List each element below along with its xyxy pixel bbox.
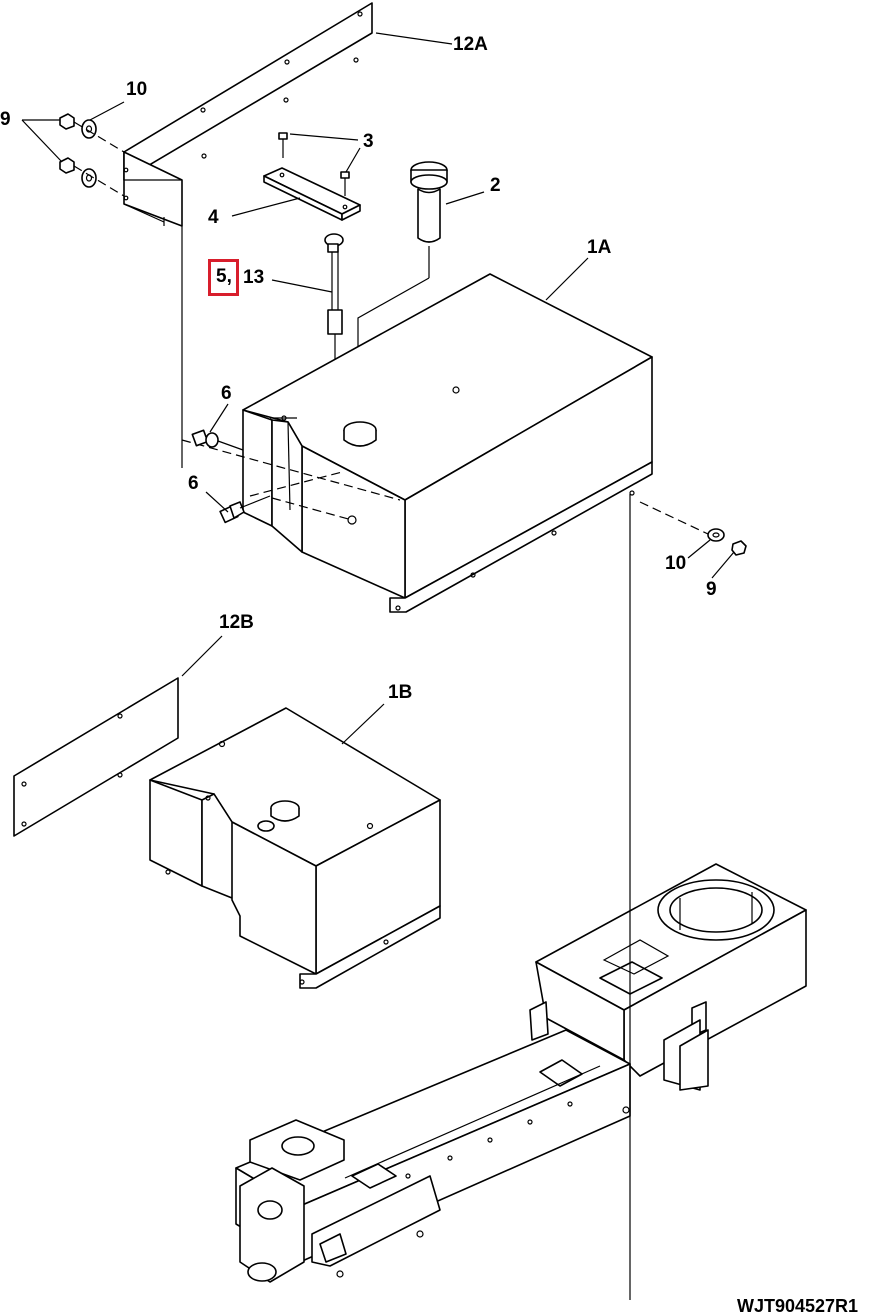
callout-6-lower: 6 (188, 473, 199, 494)
callout-13: 13 (243, 267, 265, 288)
callout-9-top: 9 (0, 109, 11, 130)
callout-6-upper: 6 (221, 383, 232, 404)
callout-2: 2 (490, 175, 501, 196)
callout-4: 4 (208, 207, 219, 228)
bolts-9-washers-10-top (59, 113, 125, 197)
leader-lines (21, 32, 735, 745)
highlight-box (208, 259, 239, 296)
callout-1b: 1B (388, 682, 413, 703)
callout-3: 3 (363, 131, 374, 152)
cover-plate-12b (13, 677, 179, 837)
cover-plate-12a (123, 2, 373, 468)
callout-12b: 12B (219, 612, 254, 633)
callout-10-right: 10 (665, 553, 687, 574)
callout-9-right: 9 (706, 579, 717, 600)
bolts-9-washers-10-right (707, 528, 747, 556)
machine-frame (235, 494, 807, 1300)
callout-1a: 1A (587, 237, 612, 258)
fuel-tank-1a (181, 273, 709, 613)
fuel-tank-1b (149, 707, 441, 989)
callout-10-top: 10 (126, 79, 148, 100)
callout-12a: 12A (453, 34, 488, 55)
sender-cover-4-and-screws-3 (263, 132, 361, 221)
callout-5: 5, (216, 266, 232, 287)
figure-id: WJT904527R1 (737, 1296, 859, 1315)
fittings-6 (191, 429, 271, 524)
